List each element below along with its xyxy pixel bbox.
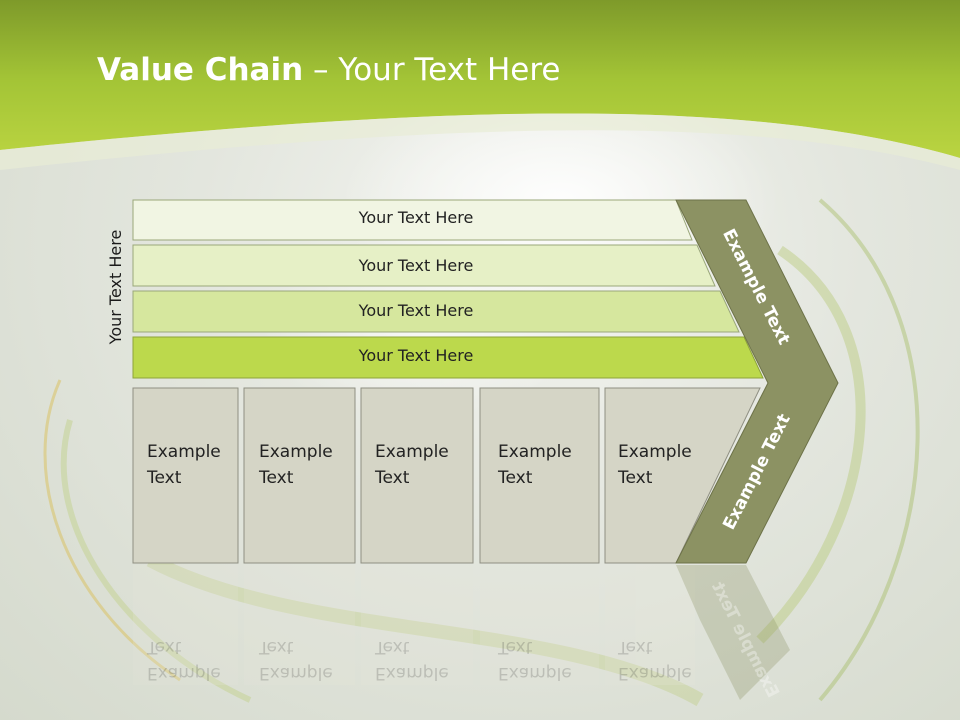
box-reflection-4-line1: Example — [498, 663, 572, 683]
box-reflection-4: Example Text — [498, 634, 598, 686]
row-bar-1 — [132, 199, 693, 241]
box-label-5-line1: Example — [618, 442, 692, 462]
row-bar-2 — [132, 244, 716, 287]
box-label-3-line1: Example — [375, 442, 449, 462]
box-label-4: Example Text — [498, 439, 598, 491]
row-label-4: Your Text Here — [358, 346, 474, 365]
activity-box-2 — [243, 387, 356, 564]
box-label-2: Example Text — [259, 439, 359, 491]
value-chevron — [675, 199, 839, 564]
box-label-5-line2: Text — [618, 468, 653, 488]
box-reflection-5-line2: Text — [618, 637, 653, 657]
box-label-3-line2: Text — [375, 468, 410, 488]
box-reflection-2: Example Text — [259, 634, 359, 686]
row-label-3: Your Text Here — [358, 301, 474, 320]
row-bar-4 — [132, 336, 764, 379]
box-reflection-2-line1: Example — [259, 663, 333, 683]
reflection — [133, 565, 695, 685]
chevron-reflection — [676, 565, 790, 700]
row-label-2: Your Text Here — [358, 256, 474, 275]
box-reflection-2-line2: Text — [259, 637, 294, 657]
title-rest: – Your Text Here — [303, 52, 561, 88]
title-bold: Value Chain — [97, 52, 304, 88]
row-bar-3 — [132, 290, 740, 333]
slide-title: Value Chain – Your Text Here — [97, 52, 560, 88]
box-reflection-3-line2: Text — [375, 637, 410, 657]
activity-box-1 — [132, 387, 239, 564]
box-reflection-5: Example Text — [618, 634, 718, 686]
box-label-2-line1: Example — [259, 442, 333, 462]
box-label-1-line1: Example — [147, 442, 221, 462]
box-reflection-3-line1: Example — [375, 663, 449, 683]
box-reflection-4-line2: Text — [498, 637, 533, 657]
activity-box-3 — [360, 387, 474, 564]
box-label-2-line2: Text — [259, 468, 294, 488]
box-label-1: Example Text — [147, 439, 247, 491]
box-reflection-1: Example Text — [147, 634, 247, 686]
box-label-5: Example Text — [618, 439, 718, 491]
box-reflection-1-line2: Text — [147, 637, 182, 657]
box-label-4-line2: Text — [498, 468, 533, 488]
box-label-3: Example Text — [375, 439, 475, 491]
box-reflection-5-line1: Example — [618, 663, 692, 683]
box-reflection-3: Example Text — [375, 634, 475, 686]
box-label-1-line2: Text — [147, 468, 182, 488]
box-label-4-line1: Example — [498, 442, 572, 462]
row-label-1: Your Text Here — [358, 208, 474, 227]
activity-box-4 — [479, 387, 600, 564]
box-reflection-1-line1: Example — [147, 663, 221, 683]
